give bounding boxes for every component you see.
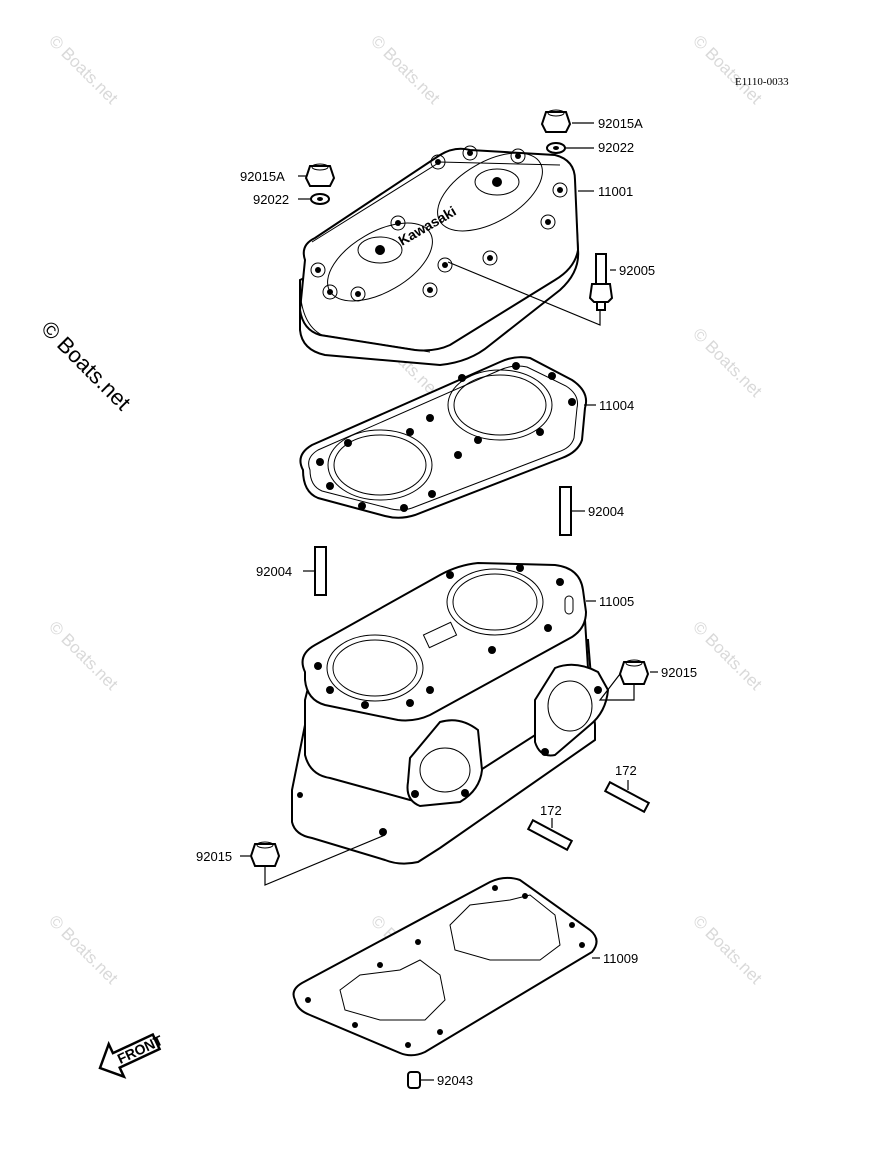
watermark: © Boats.net — [45, 911, 122, 988]
callout-11004: 11004 — [599, 398, 634, 413]
callout-11001: 11001 — [598, 184, 633, 199]
nut-92015-left — [249, 841, 281, 867]
gasket-holes — [316, 362, 576, 512]
nut-92015-right — [618, 659, 650, 685]
diagram-code: E1110-0033 — [735, 76, 789, 88]
watermark: © Boats.net — [689, 617, 766, 694]
callout-92022-right: 92022 — [598, 140, 634, 155]
callout-92015-left: 92015 — [196, 849, 232, 864]
callout-labels: 92015A 92022 92015A 92022 11001 92005 11… — [196, 116, 697, 1088]
callout-172-upper: 172 — [615, 763, 637, 778]
callout-92015-right: 92015 — [661, 665, 697, 680]
head-gasket — [299, 356, 588, 519]
leader-lines — [240, 122, 658, 1081]
callout-92015A-right: 92015A — [598, 116, 643, 131]
cylinder-head: Kawasaki — [298, 145, 580, 367]
block-holes — [297, 564, 602, 836]
cylinder-block — [291, 561, 610, 865]
fitting-92005 — [588, 253, 614, 311]
head-bolt-bosses — [310, 145, 568, 302]
callout-92043: 92043 — [437, 1073, 473, 1088]
nut-92015A-left — [304, 163, 336, 187]
nut-92015A-right — [540, 109, 572, 133]
callout-92004-left: 92004 — [256, 564, 292, 579]
watermark-large: © Boats.net — [36, 316, 135, 415]
watermark: © Boats.net — [45, 31, 122, 108]
callout-92015A-left: 92015A — [240, 169, 285, 184]
front-arrow: FRONT — [98, 1032, 166, 1079]
base-gasket — [292, 876, 598, 1057]
front-label: FRONT — [115, 1032, 166, 1067]
dowel-92043 — [407, 1071, 421, 1089]
washer-92022-right — [546, 142, 566, 154]
callout-92005: 92005 — [619, 263, 655, 278]
callout-11009: 11009 — [603, 951, 638, 966]
stud-172-lower — [526, 818, 574, 852]
watermark: © Boats.net — [367, 31, 444, 108]
base-gasket-holes — [305, 885, 585, 1048]
watermark: © Boats.net — [689, 911, 766, 988]
callout-172-lower: 172 — [540, 803, 562, 818]
washer-92022-left — [310, 193, 330, 205]
stud-92004-right — [559, 486, 572, 536]
callout-11005: 11005 — [599, 594, 634, 609]
watermark: © Boats.net — [45, 617, 122, 694]
watermark: © Boats.net — [689, 324, 766, 401]
stud-172-upper — [603, 780, 651, 814]
stud-92004-left — [314, 546, 327, 596]
watermark: © Boats.net — [689, 31, 766, 108]
callout-92004-right: 92004 — [588, 504, 624, 519]
callout-92022-left: 92022 — [253, 192, 289, 207]
